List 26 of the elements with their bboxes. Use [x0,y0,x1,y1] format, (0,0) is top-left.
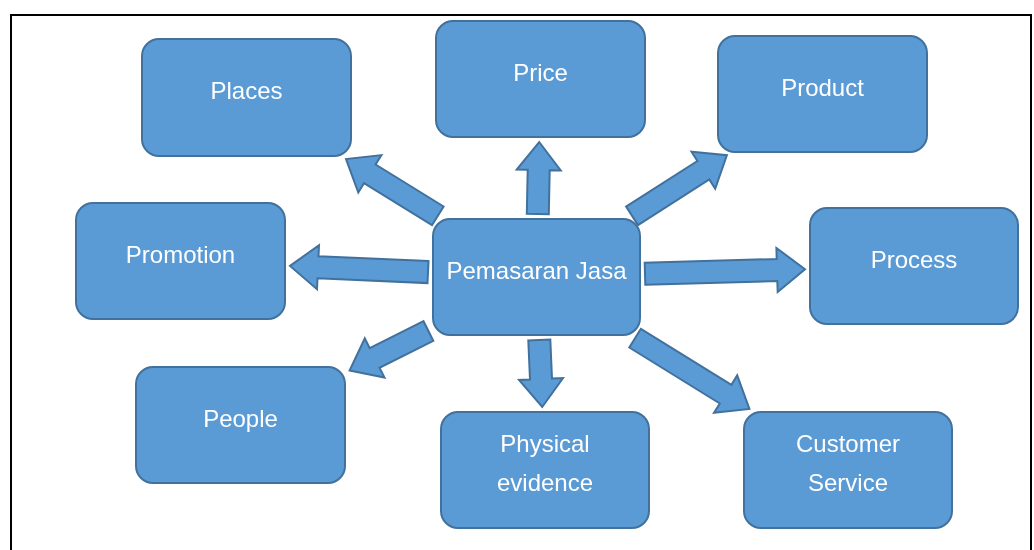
block-arrow [624,150,729,227]
box-label: Physical evidence [495,429,595,498]
block-arrow [288,243,430,292]
block-arrow [348,319,435,379]
block-arrow [344,153,445,227]
box-label: Product [781,72,864,103]
box-label: Pemasaran Jasa [446,255,627,286]
rounded-box [141,38,352,157]
box-label: Customer Service [795,429,901,498]
block-arrow [643,245,807,295]
box-label: Promotion [125,239,236,270]
rounded-box [75,202,286,320]
box-label: Places [210,76,283,106]
box-label: Price [513,57,568,88]
block-arrow [514,140,563,216]
rounded-box [809,207,1019,325]
rounded-box [440,411,650,529]
rounded-box [435,20,646,138]
rounded-box [432,218,641,336]
block-arrow [516,338,565,409]
box-label: Process [870,244,958,275]
rounded-box [135,366,346,484]
block-arrow [627,327,751,414]
rounded-box [717,35,928,153]
box-label: People [203,403,278,434]
rounded-box [743,411,953,529]
